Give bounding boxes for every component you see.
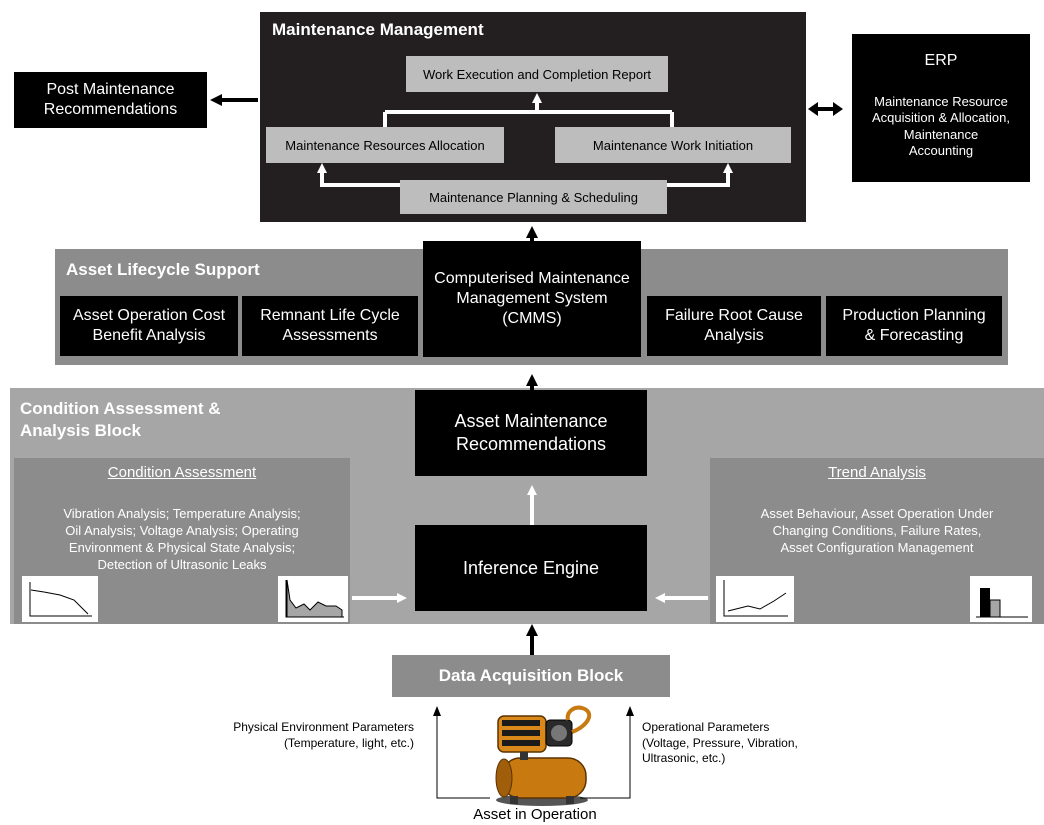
inference-engine-box: Inference Engine <box>415 525 647 611</box>
remnant-life-box: Remnant Life Cycle Assessments <box>242 296 418 356</box>
cmms-line: Computerised Maintenance <box>434 270 630 287</box>
condition-block-title-line: Analysis Block <box>20 421 141 441</box>
cost-benefit-line: Benefit Analysis <box>92 327 206 344</box>
post-maintenance-box: Post Maintenance Recommendations <box>14 72 207 128</box>
condition-assessment-line: Oil Analysis; Voltage Analysis; Operatin… <box>65 522 299 538</box>
root-cause-box: Failure Root Cause Analysis <box>647 296 821 356</box>
trend-analysis-line: Asset Behaviour, Asset Operation Under <box>760 506 994 521</box>
condition-block-title-line: Condition Assessment & <box>20 399 221 418</box>
condition-block-title: Condition Assessment & Analysis Block <box>20 398 221 442</box>
maintenance-management-title: Maintenance Management <box>272 20 484 39</box>
trend-analysis-heading: Trend Analysis <box>828 464 926 481</box>
trend-line-chart-icon <box>716 576 794 622</box>
erp-line: Maintenance <box>903 126 979 142</box>
physical-env-line: (Temperature, light, etc.) <box>283 735 414 750</box>
condition-assessment-line: Detection of Ultrasonic Leaks <box>97 556 267 572</box>
physical-env-line: Physical Environment Parameters <box>233 720 414 734</box>
erp-description: Maintenance Resource Acquisition & Alloc… <box>852 94 1030 159</box>
asset-in-operation-label: Asset in Operation <box>473 806 597 823</box>
erp-title: ERP <box>924 52 958 69</box>
decline-chart-icon <box>22 576 98 622</box>
root-cause-line: Failure Root Cause <box>665 307 803 324</box>
area-chart-icon <box>278 576 348 622</box>
trend-analysis-line: Asset Configuration Management <box>780 539 974 555</box>
condition-assessment-line: Environment & Physical State Analysis; <box>68 539 296 555</box>
remnant-life-line: Assessments <box>282 327 378 344</box>
cmms-box: Computerised Maintenance Management Syst… <box>423 241 641 357</box>
cost-benefit-box: Asset Operation Cost Benefit Analysis <box>60 296 238 356</box>
production-line: Production Planning <box>842 307 986 324</box>
condition-assessment-line: Vibration Analysis; Temperature Analysis… <box>63 506 301 521</box>
cmms-line: Management System <box>456 290 608 307</box>
production-line: & Forecasting <box>864 327 964 344</box>
operational-line: Ultrasonic, etc.) <box>642 751 726 766</box>
work-execution-box: Work Execution and Completion Report <box>406 56 668 92</box>
post-maintenance-line1: Post Maintenance <box>46 81 175 98</box>
maintenance-recommendations-box: Asset Maintenance Recommendations <box>415 390 647 476</box>
erp-line: Acquisition & Allocation, <box>871 110 1011 126</box>
trend-analysis-line: Changing Conditions, Failure Rates, <box>772 522 982 538</box>
resources-allocation-box: Maintenance Resources Allocation <box>266 127 504 163</box>
work-initiation-box: Maintenance Work Initiation <box>555 127 791 163</box>
trend-analysis-text: Asset Behaviour, Asset Operation Under C… <box>710 506 1044 557</box>
cost-benefit-line: Asset Operation Cost <box>72 307 226 324</box>
erp-arrowhead-right <box>833 102 843 116</box>
operational-line: Operational Parameters <box>642 720 770 734</box>
data-acquisition-box: Data Acquisition Block <box>392 655 670 697</box>
operational-label: Operational Parameters (Voltage, Pressur… <box>642 720 902 767</box>
condition-assessment-text: Vibration Analysis; Temperature Analysis… <box>14 506 350 574</box>
erp-line: Maintenance Resource <box>874 94 1008 109</box>
recommendations-line: Asset Maintenance <box>454 410 608 431</box>
production-box: Production Planning & Forecasting <box>826 296 1002 356</box>
erp-line: Accounting <box>908 142 974 158</box>
erp-arrowhead-left <box>808 102 818 116</box>
operational-line: (Voltage, Pressure, Vibration, <box>642 735 798 750</box>
planning-connectors <box>317 93 733 187</box>
planning-scheduling-box: Maintenance Planning & Scheduling <box>400 180 667 214</box>
physical-env-label: Physical Environment Parameters (Tempera… <box>150 720 414 751</box>
root-cause-line: Analysis <box>704 327 764 344</box>
asset-lifecycle-title: Asset Lifecycle Support <box>66 260 260 279</box>
pump-tank-icon <box>478 702 608 810</box>
remnant-life-line: Remnant Life Cycle <box>260 307 400 324</box>
recommendations-line: Recommendations <box>455 434 607 454</box>
cmms-line: (CMMS) <box>502 310 562 327</box>
post-maintenance-line2: Recommendations <box>43 101 178 118</box>
condition-assessment-heading: Condition Assessment <box>107 464 257 481</box>
bar-chart-icon <box>970 576 1032 622</box>
erp-box <box>852 34 1030 182</box>
asset-feed-lines <box>433 706 634 799</box>
